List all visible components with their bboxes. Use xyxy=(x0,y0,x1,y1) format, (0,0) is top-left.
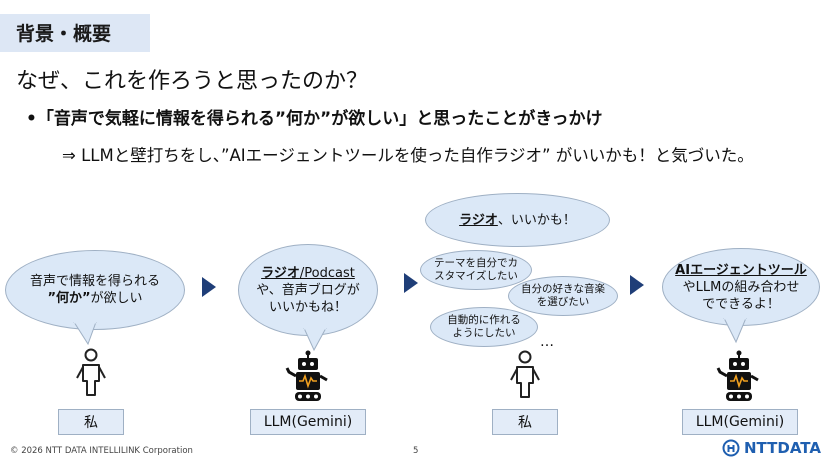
bubble3-top-b: 、いいかも！ xyxy=(497,212,576,228)
arrow-right-icon xyxy=(630,275,644,295)
bubble2-line1-b: /Podcast xyxy=(299,265,355,281)
bubble2-tail xyxy=(303,328,327,352)
slide-heading: なぜ、これを作ろうと思ったのか？ xyxy=(16,69,369,94)
bubble3c-line2: ようにしたい xyxy=(452,327,516,339)
speech-bubble-3c: 自動的に作れる ようにしたい xyxy=(430,307,538,347)
bubble1-line2-a: ”何か” xyxy=(47,291,91,306)
bubble3-top-a: ラジオ xyxy=(459,212,498,228)
bubble2-line1-a: ラジオ xyxy=(261,265,300,281)
bubble3a-line1: テーマを自分でカ xyxy=(434,257,518,269)
speech-bubble-2: ラジオ/Podcast や、音声ブログが いいかもね！ xyxy=(238,244,378,336)
arrow-right-icon xyxy=(202,277,216,297)
ellipsis: … xyxy=(540,334,554,350)
conclusion-text: ⇒ LLMと壁打ちをし、”AIエージェントツールを使った自作ラジオ” がいいかも… xyxy=(62,146,754,165)
speech-bubble-4: AIエージェントツール やLLMの組み合わせ でできるよ！ xyxy=(662,248,820,326)
robot-icon xyxy=(716,350,759,401)
page-number: 5 xyxy=(413,446,419,456)
bubble2-line3: いいかもね！ xyxy=(268,299,347,315)
bubble4-tail xyxy=(723,318,747,344)
copyright: © 2026 NTT DATA INTELLILINK Corporation xyxy=(10,446,193,456)
bubble1-line2-b: が欲しい xyxy=(90,291,143,306)
person-icon xyxy=(76,348,106,396)
section-title: 背景・概要 xyxy=(16,23,112,45)
bubble3b-line2: を選びたい xyxy=(536,296,590,308)
bubble1-tail xyxy=(73,322,97,346)
bubble4-line2: やLLMの組み合わせ xyxy=(682,279,800,295)
speech-bubble-1: 音声で情報を得られる ”何か”が欲しい xyxy=(5,250,185,330)
ntt-logo-icon xyxy=(722,439,740,457)
actor-label-llm: LLM(Gemini) xyxy=(682,409,798,435)
arrow-right-icon xyxy=(404,273,418,293)
bubble4-line1: AIエージェントツール xyxy=(675,262,807,278)
bubble1-line1: 音声で情報を得られる xyxy=(29,274,160,289)
actor-label-me: 私 xyxy=(58,409,124,435)
logo-text: NTTDATA xyxy=(744,439,821,457)
speech-bubble-3a: テーマを自分でカ スタマイズしたい xyxy=(420,250,532,290)
person-icon xyxy=(510,350,540,398)
bubble3c-line1: 自動的に作れる xyxy=(447,314,521,326)
title-bar xyxy=(0,14,150,52)
brand-logo: NTTDATA xyxy=(722,439,821,457)
speech-bubble-3-top: ラジオ、いいかも！ xyxy=(425,193,610,247)
bubble3b-line1: 自分の好きな音楽 xyxy=(521,283,605,295)
bubble4-line3: でできるよ！ xyxy=(702,296,780,312)
actor-label-me: 私 xyxy=(492,409,558,435)
actor-label-llm: LLM(Gemini) xyxy=(250,409,366,435)
bubble2-line2: や、音声ブログが xyxy=(256,282,360,298)
bullet-text: •「音声で気軽に情報を得られる”何か”が欲しい」と思ったことがきっかけ xyxy=(26,109,603,129)
speech-bubble-3b: 自分の好きな音楽 を選びたい xyxy=(508,276,618,316)
bubble3a-line2: スタマイズしたい xyxy=(434,270,518,282)
robot-icon xyxy=(285,350,328,401)
